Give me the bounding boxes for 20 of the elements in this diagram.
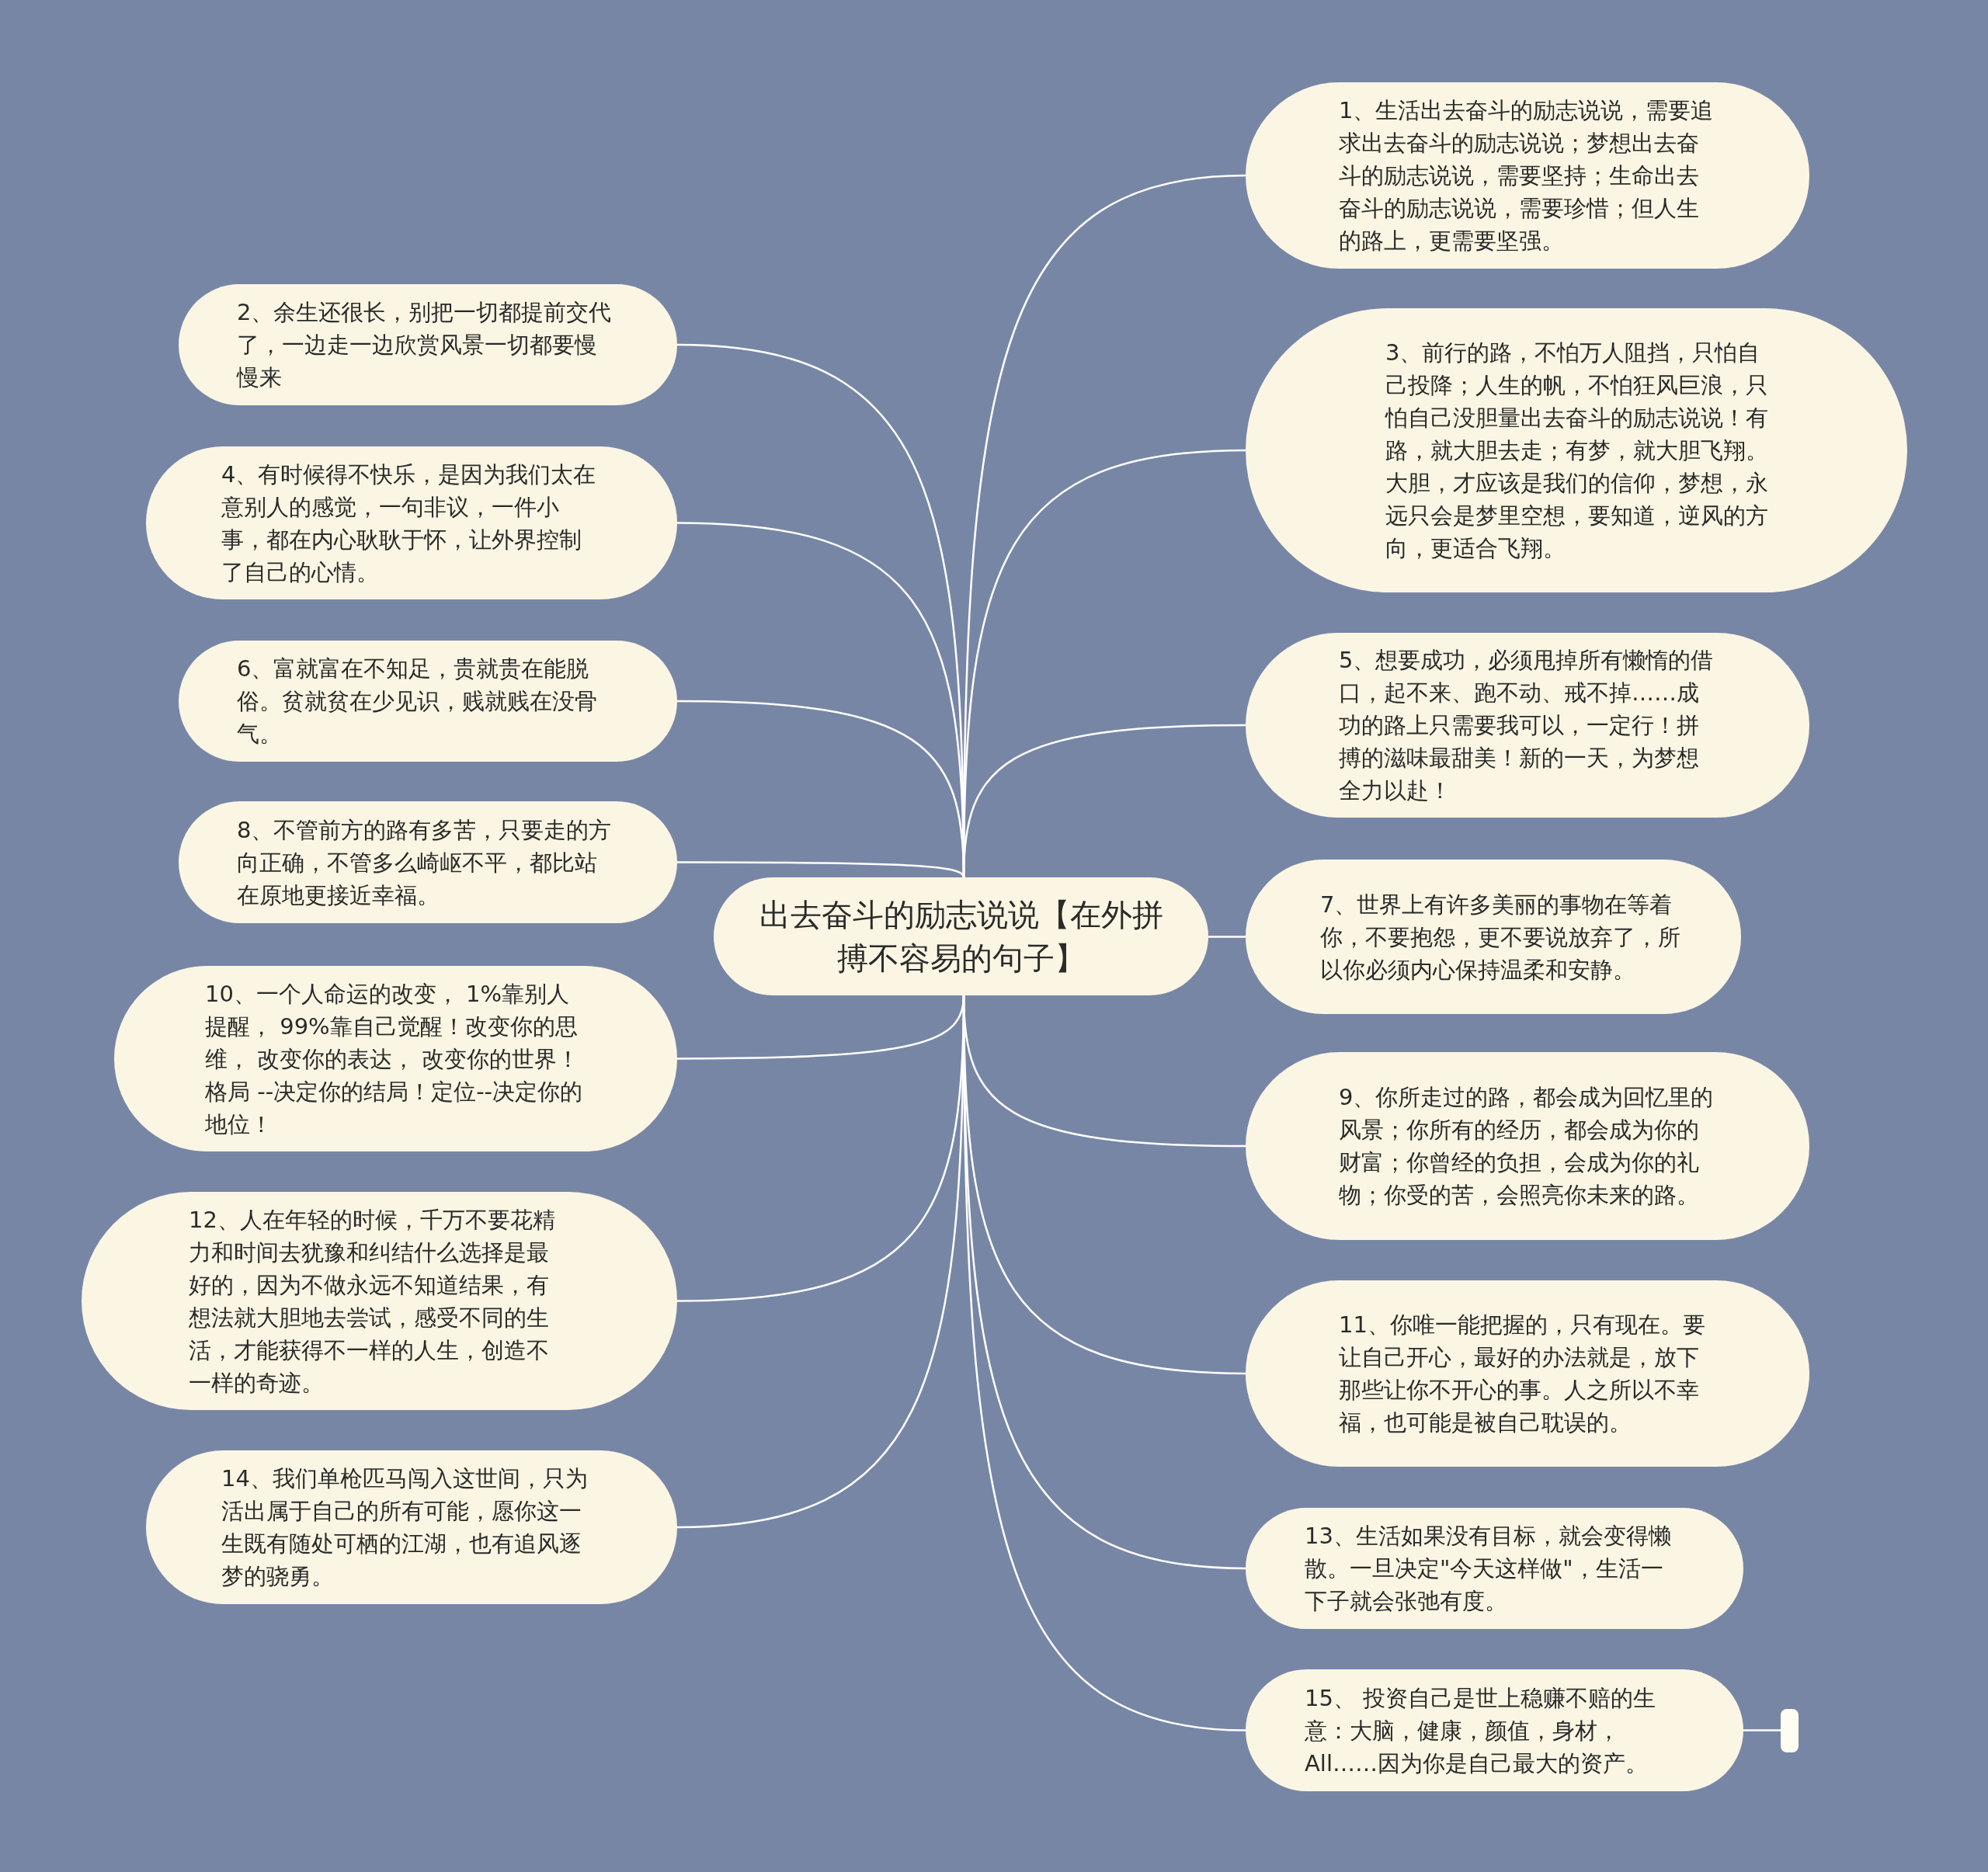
quote-text: 14、我们单枪匹马闯入这世间，只为活出属于自己的所有可能，愿你这一生既有随处可栖的江湖，也有追风逐梦的骁勇。 xyxy=(221,1464,589,1591)
quote-text: 12、人在年轻的时候，千万不要花精力和时间去犹豫和纠结什么选择是最好的，因为不做永远不知道结果，有想法就大胆地去尝试，感受不同的生活，才能获得不一样的人生，创造不一样的奇迹。 xyxy=(189,1205,556,1398)
connector-line xyxy=(1208,936,1246,938)
quote-text: 4、有时候得不快乐，是因为我们太在意别人的感觉，一句非议，一件小事，都在内心耿耿于怀，让外界控制了自己的心情。 xyxy=(221,460,597,587)
quote-text: 10、一个人命运的改变， 1%靠别人提醒， 99%靠自己觉醒！改变你的思维， 改变你的表达， 改变你的世界！格局 --决定你的结局！定位--决定你的地位！ xyxy=(205,979,584,1139)
quote-text: 1、生活出去奋斗的励志说说，需要追求出去奋斗的励志说说；梦想出去奋斗的励志说说，需要坚持；生命出去奋斗的励志说说，需要珍惜；但人生的路上，更需要坚强。 xyxy=(1339,96,1715,255)
quote-text: 7、世界上有许多美丽的事物在等着你，不要抱怨，更不要说放弃了，所以你必须内心保持温柔和安静。 xyxy=(1320,890,1681,985)
quote-text: 15、 投资自己是世上稳赚不赔的生意：大脑，健康，颜值，身材，All……因为你是自己最大的资产。 xyxy=(1305,1683,1657,1778)
quote-text: 8、不管前方的路有多苦，只要走的方向正确，不管多么崎岖不平，都比站在原地更接近幸福。 xyxy=(237,815,613,910)
quote-text: 11、你唯一能把握的，只有现在。要让自己开心，最好的办法就是，放下那些让你不开心的事。人之所以不幸福，也可能是被自己耽误的。 xyxy=(1339,1311,1706,1437)
quote-text: 5、想要成功，必须甩掉所有懒惰的借口，起不来、跑不动、戒不掉……成功的路上只需要我可以，一定行！拼搏的滋味最甜美！新的一天，为梦想全力以赴！ xyxy=(1339,646,1715,805)
quote-text: 2、余生还很长，别把一切都提前交代了，一边走一边欣赏风景一切都要慢慢来 xyxy=(237,298,613,392)
collapse-handle xyxy=(1781,1709,1799,1752)
quote-text: 9、你所走过的路，都会成为回忆里的风景；你所有的经历，都会成为你的财富；你曾经的负担，会成为你的礼物；你受的苦，会照亮你未来的路。 xyxy=(1339,1083,1715,1210)
quote-text: 3、前行的路，不怕万人阻挡，只怕自己投降；人生的帆，不怕狂风巨浪，只怕自己没胆量出去奋斗的励志说说！有路，就大胆去走；有梦，就大胆飞翔。大胆，才应该是我们的信仰，梦想，永远只会是梦里空想，要知道，逆风的方向，更适合飞翔。 xyxy=(1385,339,1769,563)
topic-title: 出去奋斗的励志说说【在外拼搏不容易的句子】 xyxy=(758,896,1164,978)
quote-text: 6、富就富在不知足，贵就贵在能脱俗。贫就贫在少见识，贱就贱在没骨气。 xyxy=(237,655,598,748)
connector-line xyxy=(1743,1729,1781,1731)
connector-line xyxy=(677,861,965,878)
quote-text: 13、生活如果没有目标，就会变得懒散。一旦决定"今天这样做"，生活一下子就会张弛有度。 xyxy=(1305,1522,1672,1616)
